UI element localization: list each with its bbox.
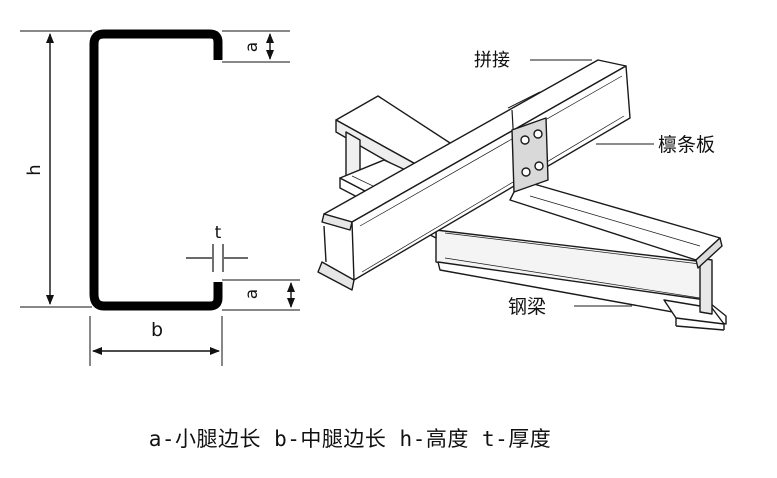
a-top-label: a [242, 42, 262, 52]
h-label: h [24, 164, 45, 175]
bolt-hole [533, 129, 543, 139]
caption: a-小腿边长 b-中腿边长 h-高度 t-厚度 [148, 427, 552, 451]
steel-beam-label: 钢梁 [508, 296, 546, 318]
c-section-profile [89, 29, 223, 311]
t-dimension: t [186, 223, 248, 272]
bolt-hole [521, 167, 531, 177]
b-dimension: b [89, 316, 223, 366]
a-bottom-label: a [242, 289, 262, 299]
purlin-beam-assembly [317, 59, 727, 331]
a-top-dimension: a [222, 30, 290, 63]
purlin-channel [317, 59, 631, 291]
connection-plate [511, 117, 549, 193]
purlin-label: 檩条板 [658, 134, 715, 156]
b-label: b [151, 319, 163, 341]
t-label: t [215, 223, 222, 243]
bolt-hole [534, 161, 544, 171]
h-dimension: h [20, 30, 92, 308]
bolt-hole [520, 135, 530, 145]
a-bottom-dimension: a [222, 279, 300, 311]
c-section: h a a t b [20, 29, 300, 366]
splice-label: 拼接 [474, 50, 510, 71]
